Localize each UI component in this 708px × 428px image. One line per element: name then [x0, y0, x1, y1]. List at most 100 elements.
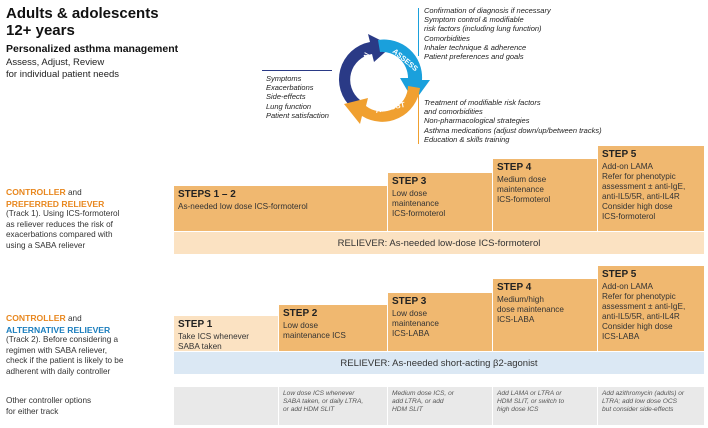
- other-line: HDM SLIT, or switch to: [497, 398, 565, 405]
- step-heading: STEP 5: [602, 149, 637, 160]
- track2-controller: CONTROLLER: [6, 313, 66, 323]
- other-line: but consider side-effects: [602, 406, 674, 413]
- adjust-items: Treatment of modifiable risk factors and…: [424, 98, 602, 144]
- review-item: Lung function: [266, 101, 312, 111]
- other-line: HDM SLIT: [392, 406, 423, 413]
- assess-item: Symptom control & modifiable: [424, 15, 524, 25]
- assess-item: Confirmation of diagnosis if necessary: [424, 6, 551, 15]
- track1-desc-line: using a SABA reliever: [6, 240, 86, 250]
- other-options-step-3: Medium dose ICS, or add LTRA, or add HDM…: [388, 387, 492, 425]
- subtitle-line-2: for individual patient needs: [6, 69, 120, 80]
- step-line: Consider high dose: [602, 202, 673, 211]
- step-line: Low dose: [392, 189, 428, 198]
- step-heading: STEP 2: [283, 308, 318, 319]
- step-line: maintenance: [392, 319, 439, 328]
- other-line: Medium dose ICS, or: [392, 390, 454, 397]
- step-line: ICS-LABA: [497, 315, 535, 324]
- step-line: Low dose: [283, 321, 319, 330]
- adjust-arrow: [344, 86, 420, 124]
- track2-desc-line: check if the patient is likely to be: [6, 356, 124, 365]
- track1-desc-line: as reliever reduces the risk of: [6, 219, 113, 229]
- adjust-item: and comorbidities: [424, 107, 483, 117]
- step-line: Add-on LAMA: [602, 162, 653, 171]
- track1-step-5: STEP 5 Add-on LAMA Refer for phenotypic …: [598, 146, 704, 231]
- step-line: assessment ± anti-IgE,: [602, 182, 686, 191]
- other-line: Add LAMA or LTRA or: [497, 390, 562, 397]
- step-line: ICS-formoterol: [392, 209, 446, 218]
- track2-step-3: STEP 3 Low dose maintenance ICS-LABA: [388, 293, 492, 351]
- track1-reliever-bar: RELIEVER: As-needed low-dose ICS-formote…: [174, 232, 704, 254]
- step-heading: STEP 1: [178, 319, 213, 330]
- step-heading: STEP 3: [392, 296, 427, 307]
- adjust-item: Education & skills training: [424, 134, 510, 144]
- step-line: assessment ± anti-IgE,: [602, 302, 686, 311]
- step-line: ICS-formoterol: [497, 195, 551, 204]
- step-line: maintenance ICS: [283, 331, 346, 340]
- subtitle: Personalized asthma management: [6, 43, 179, 55]
- track2-step-5: STEP 5 Add-on LAMA Refer for phenotypic …: [598, 266, 704, 351]
- track1-desc-line: exacerbations compared with: [6, 230, 113, 239]
- other-line: or add HDM SLIT: [283, 406, 335, 413]
- adjust-item: Non-pharmacological strategies: [424, 116, 530, 126]
- track1-desc-line: (Track 1). Using ICS-formoterol: [6, 209, 120, 218]
- other-line: SABA taken, or daily LTRA,: [283, 398, 364, 405]
- step-line: Refer for phenotypic: [602, 292, 676, 301]
- step-heading: STEP 5: [602, 269, 637, 280]
- step-line: Refer for phenotypic: [602, 172, 676, 181]
- step-line: maintenance: [497, 185, 544, 194]
- track2-step-2: STEP 2 Low dose maintenance ICS: [279, 305, 387, 351]
- track2-label: CONTROLLER and ALTERNATIVE RELIEVER (Tra…: [6, 313, 174, 377]
- step-line: Add-on LAMA: [602, 282, 653, 291]
- track1-controller: CONTROLLER: [6, 187, 66, 197]
- other-options-step-1: [174, 387, 278, 425]
- review-item: Patient satisfaction: [266, 110, 329, 120]
- page-title: Adults & adolescents 12+ years: [6, 5, 159, 39]
- review-item: Exacerbations: [266, 83, 314, 93]
- track1-and: and: [65, 188, 82, 197]
- review-item: Symptoms: [266, 74, 302, 83]
- step-line: ICS-formoterol: [602, 212, 656, 221]
- title-line-2: 12+ years: [6, 22, 75, 39]
- other-line: add LTRA, or add: [392, 398, 444, 405]
- other-label-line: Other controller options: [6, 396, 92, 405]
- adjust-connector: [418, 94, 419, 144]
- other-options-step-5: Add azithromycin (adults) or LTRA; add l…: [598, 387, 704, 425]
- other-line: high dose ICS: [497, 406, 539, 413]
- step-line: anti-IL5/5R, anti-IL4R: [602, 192, 680, 201]
- track1-step-3: STEP 3 Low dose maintenance ICS-formoter…: [388, 173, 492, 231]
- title-line-1: Adults & adolescents: [6, 5, 159, 22]
- step-line: dose maintenance: [497, 305, 564, 314]
- other-line: Add azithromycin (adults) or: [602, 390, 685, 397]
- assess-connector: [418, 8, 419, 56]
- track2-reliever-heading: ALTERNATIVE RELIEVER: [6, 324, 111, 335]
- track2-reliever-bar: RELIEVER: As-needed short-acting β2-agon…: [174, 352, 704, 374]
- other-options-step-2: Low dose ICS whenever SABA taken, or dai…: [279, 387, 387, 425]
- step-line: Medium dose: [497, 175, 547, 184]
- track1-label: CONTROLLER and PREFERRED RELIEVER (Track…: [6, 187, 174, 251]
- step-line: Medium/high: [497, 295, 544, 304]
- review-connector: [262, 70, 332, 71]
- track1-reliever-heading: PREFERRED RELIEVER: [6, 198, 105, 209]
- step-line: Low dose: [392, 309, 428, 318]
- assess-adjust-review-cycle: REVIEW ASSESS ADJUST: [338, 34, 430, 124]
- assess-item: risk factors (including lung function): [424, 24, 542, 34]
- step-line: anti-IL5/5R, anti-IL4R: [602, 312, 680, 321]
- step-line: Consider high dose: [602, 322, 673, 331]
- step-line: ICS-LABA: [602, 332, 640, 341]
- track2-step-1: STEP 1 Take ICS whenever SABA taken: [174, 316, 278, 351]
- step-heading: STEP 3: [392, 176, 427, 187]
- track1-step-4: STEP 4 Medium dose maintenance ICS-formo…: [493, 159, 597, 231]
- step-line: Take ICS whenever: [178, 332, 249, 341]
- adjust-item: Asthma medications (adjust down/up/betwe…: [424, 125, 602, 135]
- assess-item: Inhaler technique & adherence: [424, 42, 527, 52]
- other-line: Low dose ICS whenever: [283, 390, 355, 397]
- other-options-label: Other controller options for either trac…: [6, 396, 91, 417]
- step-heading: STEPS 1 – 2: [178, 189, 236, 200]
- step-heading: STEP 4: [497, 282, 532, 293]
- track1-steps-1-2: STEPS 1 – 2 As-needed low dose ICS-formo…: [174, 186, 387, 231]
- step-line: maintenance: [392, 199, 439, 208]
- subtitle-line-1: Assess, Adjust, Review: [6, 57, 105, 68]
- assess-arrow: [378, 39, 430, 102]
- track2-desc-line: regimen with SABA reliever,: [6, 345, 108, 355]
- step-heading: STEP 4: [497, 162, 532, 173]
